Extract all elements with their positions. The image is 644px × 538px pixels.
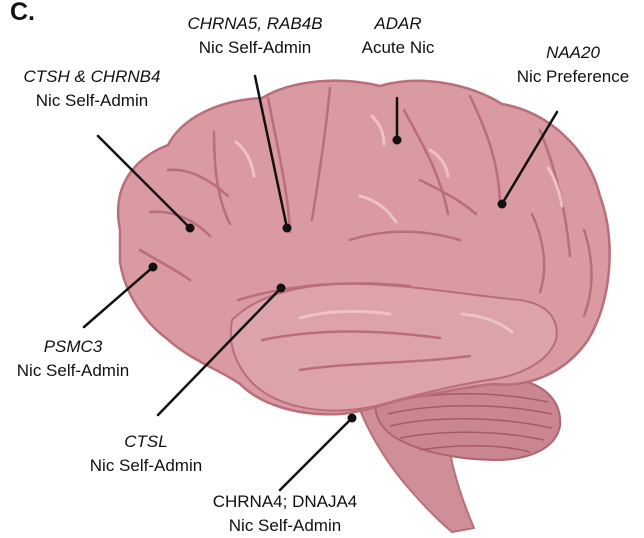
phenotype: Nic Self-Admin: [4, 89, 180, 113]
gene-name: PSMC3: [0, 335, 146, 359]
gene-name: ADAR: [338, 12, 458, 36]
marker-chrna5: [283, 224, 292, 233]
phenotype: Nic Preference: [500, 65, 644, 89]
label-naa20: NAA20 Nic Preference: [500, 41, 644, 89]
gene-name: CTSL: [68, 430, 224, 454]
gene-name: NAA20: [500, 41, 644, 65]
phenotype: Nic Self-Admin: [0, 359, 146, 383]
gene-name: CTSH & CHRNB4: [4, 65, 180, 89]
phenotype: Nic Self-Admin: [68, 454, 224, 478]
label-ctsl: CTSL Nic Self-Admin: [68, 430, 224, 478]
label-chrna5-rab4b: CHRNA5, RAB4B Nic Self-Admin: [170, 12, 340, 60]
marker-psmc3: [149, 263, 158, 272]
marker-ctsl: [277, 284, 286, 293]
gene-name: CHRNA5, RAB4B: [170, 12, 340, 36]
label-chrna4-dnaja4: CHRNA4; DNAJA4 Nic Self-Admin: [190, 490, 380, 538]
label-psmc3: PSMC3 Nic Self-Admin: [0, 335, 146, 383]
marker-adar: [393, 136, 402, 145]
label-adar: ADAR Acute Nic: [338, 12, 458, 60]
marker-ctsh: [186, 224, 195, 233]
gene-name: CHRNA4; DNAJA4: [190, 490, 380, 514]
phenotype: Nic Self-Admin: [170, 36, 340, 60]
phenotype: Acute Nic: [338, 36, 458, 60]
label-ctsh-chrnb4: CTSH & CHRNB4 Nic Self-Admin: [4, 65, 180, 113]
marker-chrna4: [348, 414, 357, 423]
marker-naa20: [498, 200, 507, 209]
phenotype: Nic Self-Admin: [190, 514, 380, 538]
